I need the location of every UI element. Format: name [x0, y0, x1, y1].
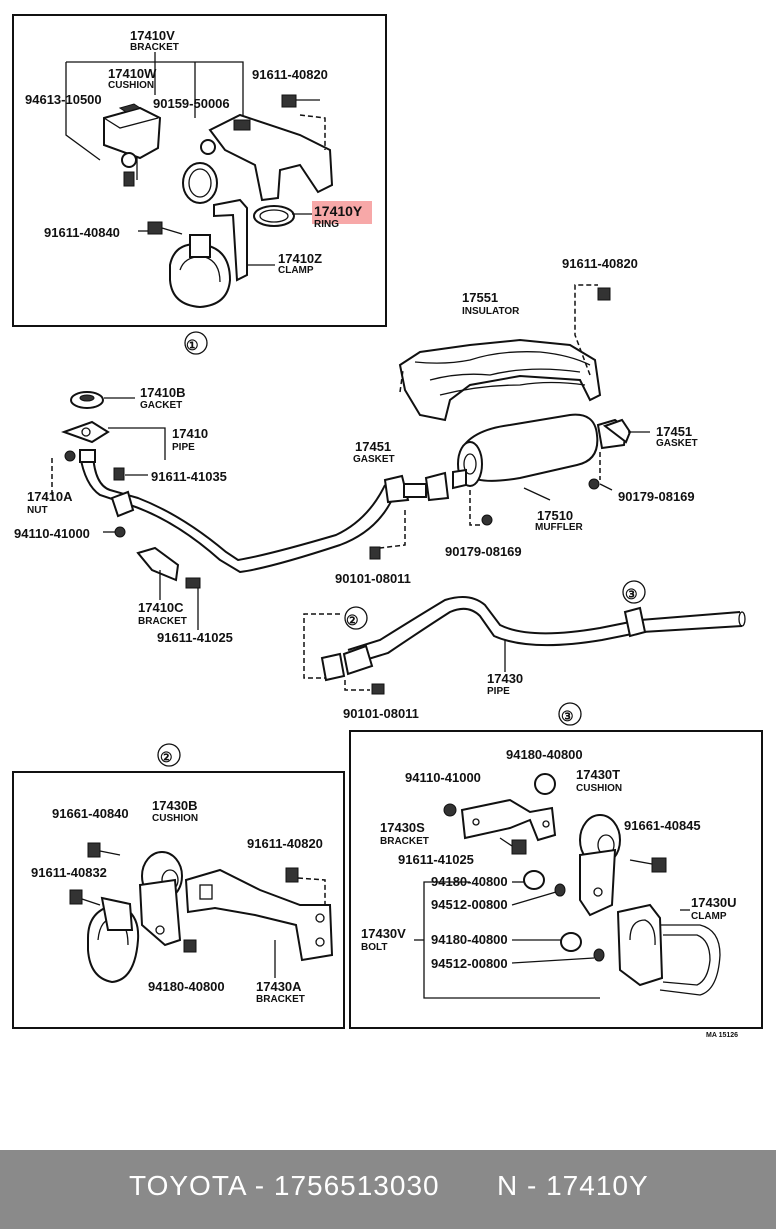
label-17410-sub: PIPE [172, 442, 195, 453]
label-17410W-sub: CUSHION [108, 80, 154, 91]
label-94110-41000-a: 94110-41000 [14, 526, 90, 541]
footer-bar: TOYOTA - 1756513030 N - 17410Y [0, 1150, 776, 1229]
inset-box-3 [349, 730, 763, 1029]
label-90179-b: 90179-08169 [445, 544, 522, 559]
label-17551: 17551 [462, 290, 498, 305]
label-91611-41025-a: 91611-41025 [157, 630, 233, 645]
label-91611-40820-a: 91611-40820 [252, 67, 328, 82]
label-17410: 17410 [172, 426, 208, 441]
label-94110-41000-b: 94110-41000 [405, 770, 481, 785]
label-17410V: 17410V [130, 28, 175, 43]
highlight-17410Y [312, 201, 372, 224]
label-17430S: 17430S [380, 820, 425, 835]
label-17410Y: 17410Y [314, 203, 363, 219]
footer-part-code: N - 17410Y [497, 1170, 649, 1201]
label-17451-b-sub: GASKET [656, 438, 698, 449]
circle-1: ① [186, 337, 199, 353]
label-17410A: 17410A [27, 489, 73, 504]
inset-box-2 [12, 771, 345, 1029]
label-94613: 94613-10500 [25, 92, 102, 107]
label-17430-sub: PIPE [487, 686, 510, 697]
label-17451-b: 17451 [656, 424, 692, 439]
label-17430A-sub: BRACKET [256, 994, 305, 1005]
label-90159: 90159-50006 [153, 96, 230, 111]
label-17430U: 17430U [691, 895, 737, 910]
label-94180-40800-d: 94180-40800 [431, 932, 508, 947]
label-17430B: 17430B [152, 798, 198, 813]
label-94180-40800-a: 94180-40800 [148, 979, 225, 994]
label-17430U-sub: CLAMP [691, 911, 727, 922]
label-17551-sub: INSULATOR [462, 306, 520, 317]
label-17430V: 17430V [361, 926, 406, 941]
label-17430: 17430 [487, 671, 523, 686]
label-17410Y-sub: RING [314, 219, 339, 230]
label-17410B-sub: GACKET [140, 400, 182, 411]
label-17430A: 17430A [256, 979, 302, 994]
label-91611-41035: 91611-41035 [151, 469, 227, 484]
label-90101-a: 90101-08011 [335, 571, 411, 586]
label-17430T-sub: CUSHION [576, 783, 622, 794]
label-17451-a-sub: GASKET [353, 454, 395, 465]
label-94180-40800-b: 94180-40800 [506, 747, 583, 762]
label-17410C-sub: BRACKET [138, 616, 187, 627]
reference-code: MA 15126 [706, 1032, 738, 1039]
label-91661-40845: 91661-40845 [624, 818, 701, 833]
inset-box-1 [12, 14, 387, 327]
label-91611-40832: 91611-40832 [31, 865, 107, 880]
circle-3-label: ③ [561, 708, 574, 724]
label-17410Z: 17410Z [278, 251, 322, 266]
label-90179-a: 90179-08169 [618, 489, 695, 504]
label-17430T: 17430T [576, 767, 620, 782]
label-94512-a: 94512-00800 [431, 897, 508, 912]
circle-2-main: ② [346, 612, 359, 628]
exhaust-parts-diagram: ① ③ ② [12, 14, 763, 1039]
label-17430B-sub: CUSHION [152, 813, 198, 824]
label-91611-40820-b: 91611-40820 [562, 256, 638, 271]
footer-brand-partnumber: TOYOTA - 1756513030 [129, 1170, 440, 1201]
label-91611-40840: 91611-40840 [44, 225, 120, 240]
label-91611-41025-b: 91611-41025 [398, 852, 474, 867]
circle-2-label: ② [160, 749, 173, 765]
circle-3-main: ③ [625, 586, 638, 602]
label-17410C: 17410C [138, 600, 184, 615]
label-94180-40800-c: 94180-40800 [431, 874, 508, 889]
label-17510-sub: MUFFLER [535, 522, 584, 533]
label-17430S-sub: BRACKET [380, 836, 429, 847]
label-91611-40820-c: 91611-40820 [247, 836, 323, 851]
label-17410A-sub: NUT [27, 505, 48, 516]
label-17410B: 17410B [140, 385, 186, 400]
label-17410Z-sub: CLAMP [278, 265, 314, 276]
label-17430V-sub: BOLT [361, 942, 387, 953]
label-90101-b: 90101-08011 [343, 706, 419, 721]
label-17410V-sub: BRACKET [130, 42, 179, 53]
label-17451-a: 17451 [355, 439, 391, 454]
label-17410W: 17410W [108, 66, 157, 81]
label-91661-40840: 91661-40840 [52, 806, 129, 821]
label-17510: 17510 [537, 508, 573, 523]
label-94512-b: 94512-00800 [431, 956, 508, 971]
